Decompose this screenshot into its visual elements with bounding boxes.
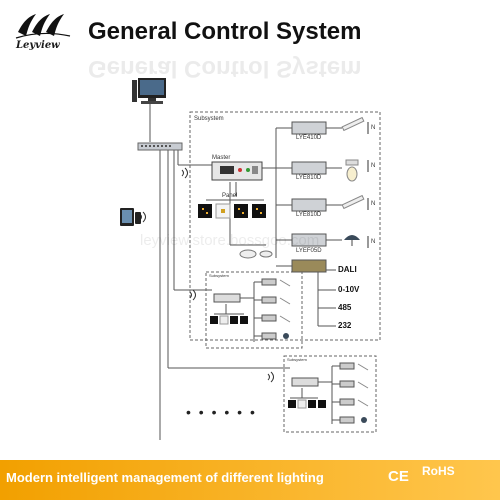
dimmer-module-icon <box>291 121 327 273</box>
n-label-2: N <box>371 163 376 169</box>
subsystem-small-2-box <box>283 355 377 433</box>
signal-dali: DALI <box>338 265 357 274</box>
rohs-cert-icon: RoHS <box>422 464 455 478</box>
more-subsystems-ellipsis: • • • • • • <box>186 404 257 420</box>
signal-485: 485 <box>338 303 352 312</box>
signal-0-10v: 0-10V <box>338 285 360 294</box>
watermark: leyview.store.bossgoo.com <box>140 232 320 249</box>
n-label-3: N <box>371 201 376 207</box>
subsystem-small-1-box <box>205 271 303 349</box>
subsystem-small-2-label: Subsystem <box>287 357 307 362</box>
module-label-3: LYE810D <box>296 212 322 218</box>
subsystem-small-1-label: Subsystem <box>209 273 229 278</box>
leyview-logo-icon <box>15 14 71 39</box>
panel-icon <box>198 203 266 219</box>
lamp-icon <box>341 116 369 248</box>
ce-cert-icon: CE <box>388 468 409 485</box>
tablet-phone-icon <box>120 208 141 226</box>
module-label-2: LYE810D <box>296 175 322 181</box>
page-title: General Control System <box>88 18 362 45</box>
master-controller-icon <box>211 161 263 181</box>
network-switch-icon <box>137 142 183 151</box>
logo-text: Leyview <box>16 40 60 51</box>
module-label-1: LYE410D <box>296 135 322 141</box>
module-label-4: LYEF05D <box>296 248 322 254</box>
footer-banner <box>0 460 500 500</box>
subsystem-small-1-devices <box>210 278 291 340</box>
n-label-1: N <box>371 125 376 131</box>
sensor-icon <box>239 249 273 259</box>
subsystem-main-label: Subsystem <box>194 116 224 122</box>
subsystem-main-box <box>189 111 381 341</box>
n-label-4: N <box>371 239 376 245</box>
footer-text: Modern intelligent management of differe… <box>6 470 324 485</box>
panel-label: Panel <box>222 193 238 199</box>
computer-icon <box>132 78 166 104</box>
master-label: Master <box>212 155 231 161</box>
signal-232: 232 <box>338 321 352 330</box>
subsystem-small-2-devices <box>288 362 369 424</box>
